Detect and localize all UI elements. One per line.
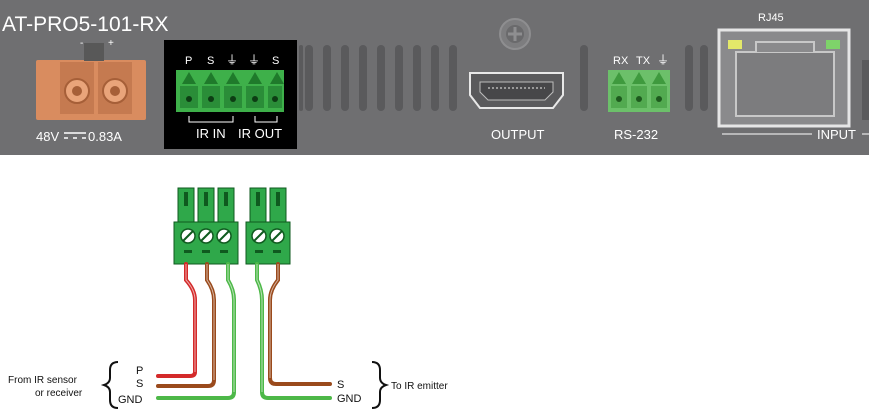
rj45-led-green [826, 40, 840, 49]
wire-label-s-out: S [337, 379, 344, 391]
ir-in-wires [156, 262, 236, 400]
ir-pin-labels: P S ⏚ ⏚ S [185, 53, 279, 67]
power-current-label: 0.83A [88, 129, 122, 144]
ir-pin-gnd-1: ⏚ [226, 53, 238, 67]
rs232-tx-label: TX [636, 55, 651, 67]
ir-out-label: IR OUT [238, 126, 282, 141]
ir-pin-s: S [207, 55, 214, 67]
rj45-input-label: INPUT [817, 127, 856, 142]
power-rating-label: 48V [36, 129, 59, 144]
rj45-title: RJ45 [758, 12, 784, 24]
rs232-gnd-label: ⏚ [657, 53, 669, 67]
left-brace [100, 361, 119, 409]
rj45-led-yellow [728, 40, 742, 49]
rs232-label: RS-232 [614, 127, 658, 142]
ir-pin-s-out: S [272, 55, 279, 67]
wire-label-gnd-out: GND [337, 393, 362, 405]
ir-out-wires [255, 262, 332, 400]
ir-terminal-block [176, 70, 284, 112]
rj45-port [717, 28, 851, 128]
ir-pin-p: P [185, 55, 192, 67]
right-brace [371, 361, 390, 409]
hdmi-output-label: OUTPUT [491, 127, 545, 142]
wire-label-gnd-in: GND [118, 394, 143, 406]
power-connector [36, 43, 146, 120]
right-caption: To IR emitter [391, 381, 448, 392]
ir-pin-gnd-2: ⏚ [248, 53, 260, 67]
power-minus-label: - [80, 38, 83, 49]
left-caption-line1: From IR sensor [8, 375, 78, 386]
model-name: AT-PRO5-101-RX [2, 13, 169, 36]
vent-slots [299, 45, 708, 111]
ir-in-plug [173, 187, 239, 265]
ir-brackets [188, 116, 278, 123]
power-plus-label: + [108, 38, 114, 49]
hdmi-port [469, 72, 564, 109]
left-caption-line2: or receiver [35, 388, 83, 399]
mounting-screw-icon [499, 18, 531, 50]
rs232-rx-label: RX [613, 55, 629, 67]
rs232-terminal-block [608, 70, 670, 112]
wire-label-s-in: S [136, 378, 143, 390]
ir-in-label: IR IN [196, 126, 226, 141]
dc-symbol [64, 132, 86, 139]
wire-label-p: P [136, 365, 143, 377]
ir-out-plug [245, 187, 291, 265]
